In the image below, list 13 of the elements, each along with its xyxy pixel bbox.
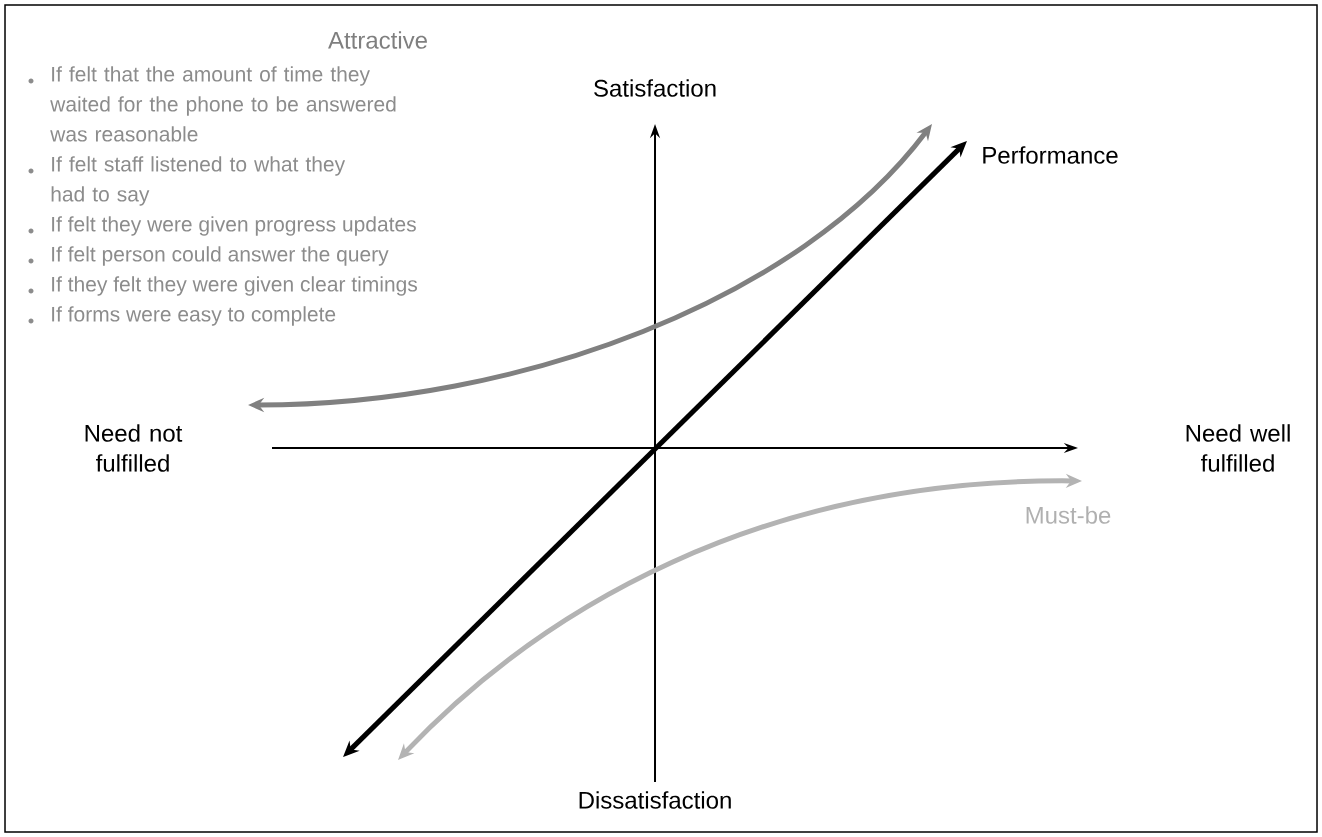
axis-label: Dissatisfaction (579, 791, 731, 809)
axis-label: Need not fulfilled (85, 424, 183, 472)
curve-label: Attractive (328, 31, 427, 49)
bullet-item: If felt staff listened to what they had to say (51, 156, 346, 206)
curve-label: Performance (983, 146, 1118, 164)
bullet-item: If felt that the amount of time they waited for the phone to be answered was reasonable (50, 66, 396, 142)
curve-label: Must-be (1026, 506, 1111, 524)
axis-label: Satisfaction (594, 79, 716, 97)
bullet-item: If felt person could answer the query (52, 246, 389, 266)
bullet-item: If forms were easy to complete (52, 306, 336, 326)
bullet-item: If they felt they were given clear timings (52, 276, 418, 296)
axis-label: Need well fulfilled (1186, 424, 1290, 472)
bullet-item: If felt they were given progress updates (52, 216, 416, 236)
